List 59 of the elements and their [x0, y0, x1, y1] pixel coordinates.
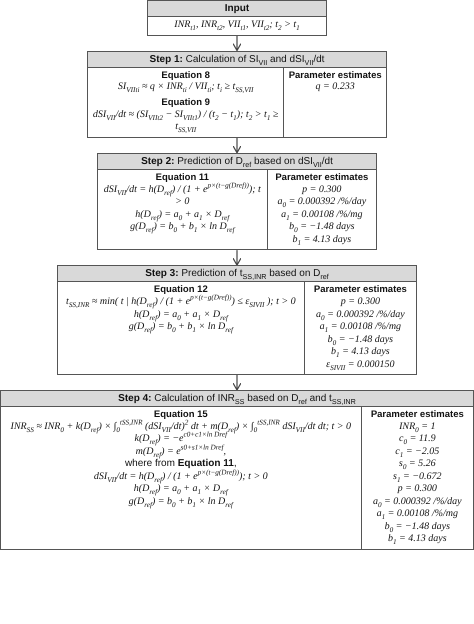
parameter-value: INR$_{0}$ = 1 — [399, 420, 436, 434]
section-heading: Equation 11 — [156, 172, 209, 183]
equation: h(D$_{ref}$) = a$_{0}$ + a$_{1}$ × D$_{ref}$ — [134, 483, 228, 496]
parameter-value: p = 0.300 — [340, 296, 380, 308]
box-heading: Step 4: Calculation of INR$_{SS}$ based on D$_{ref}$ and t$_{SS,INR}$ — [1, 391, 473, 407]
equation: SI$_{VIIti}$ ≈ q × INR$_{ti}$ / VII$_{ti}$; t$_{i}$ ≥ t$_{SS,VII}$ — [118, 81, 254, 94]
equation: m(D$_{ref}$) = e$^{s0+s1×ln Dref}$, — [136, 446, 226, 458]
section-heading: Parameter estimates — [275, 172, 368, 184]
step-box — [57, 265, 417, 375]
box-heading: Step 2: Prediction of D$_{ref}$ based on dSI$_{VII}$/dt — [98, 154, 376, 170]
section-heading: Equation 8 — [161, 70, 210, 82]
parameter-value: a$_{0}$ = 0.000392 /%/day — [372, 496, 462, 508]
equation: h(D$_{ref}$) = a$_{0}$ + a$_{1}$ × D$_{ref}$ — [134, 308, 228, 321]
section-heading: Parameter estimates — [370, 409, 464, 421]
section-heading: Parameter estimates — [288, 70, 382, 82]
step-box — [97, 152, 377, 250]
parameter-value: ε$_{SIVII}$ = 0.000150 — [326, 358, 395, 371]
parameter-value: a$_{1}$ = 0.00108 /%/mg — [320, 321, 402, 334]
arrow — [232, 36, 242, 52]
arrow — [232, 138, 242, 154]
arrow — [232, 250, 242, 266]
section-heading: Equation 12 — [154, 284, 208, 296]
equation: g(D$_{ref}$) = b$_{0}$ + b$_{1}$ × ln D$_{ref}$ — [128, 496, 233, 508]
parameter-value: b$_{0}$ = −1.48 days — [384, 520, 450, 534]
equation: k(D$_{ref}$) = −e$^{c0+c1×ln Dref}$ — [134, 433, 228, 446]
parameter-value: q = 0.233 — [316, 81, 355, 94]
section-heading: Equation 9 — [161, 96, 210, 109]
step-box — [87, 50, 387, 138]
parameter-value: a$_{1}$ = 0.00108 /%/mg — [281, 208, 363, 222]
parameter-value: b$_{1}$ = 4.13 days — [331, 346, 390, 358]
box-heading: Input — [148, 1, 326, 17]
note-text: where from Equation 11, — [124, 458, 237, 470]
parameter-value: p = 0.300 — [302, 184, 342, 196]
arrow — [232, 375, 242, 391]
equation: INR$_{t1}$, INR$_{t2}$, VII$_{t1}$, VII$_{t2}$; t$_{2}$ > t$_{1}$ — [174, 19, 300, 32]
parameter-value: a$_{0}$ = 0.000392 /%/day — [277, 196, 366, 209]
parameter-value: p = 0.300 — [398, 483, 437, 496]
parameter-value: s$_{1}$ = −0.672 — [393, 470, 442, 484]
equation: g(D$_{ref}$) = b$_{0}$ + b$_{1}$ × ln D$_{ref}$ — [128, 321, 233, 334]
step-box — [147, 0, 327, 36]
equation: g(D$_{ref}$) = b$_{0}$ + b$_{1}$ × ln D$_{ref}$ — [130, 221, 234, 234]
parameter-value: b$_{1}$ = 4.13 days — [292, 234, 352, 246]
parameter-value: s$_{0}$ = 5.26 — [398, 458, 436, 471]
parameter-value: c$_{1}$ = −2.05 — [395, 446, 440, 458]
section-heading: Equation 15 — [154, 409, 208, 420]
parameter-value: b$_{0}$ = −1.48 days — [328, 334, 394, 346]
section-heading: Parameter estimates — [314, 284, 407, 296]
parameter-value: b$_{0}$ = −1.48 days — [289, 221, 355, 234]
parameter-value: a$_{0}$ = 0.000392 /%/day — [316, 308, 405, 321]
equation: dSI$_{VII}$/dt ≈ (SI$_{VIIt2}$ − SI$_{VIIt1}$) / (t$_{2}$ − t$_{1}$); t$_{2}$ > t$_{1}$ ≥ t$_{SS,VII}$ — [92, 108, 280, 134]
equation: dSI$_{VII}$/dt = h(D$_{ref}$) / (1 + e$^{p×(t−g(Dref))}$); t > 0 — [94, 470, 268, 484]
equation: h(D$_{ref}$) = a$_{0}$ + a$_{1}$ × D$_{ref}$ — [135, 208, 230, 222]
parameter-value: a$_{1}$ = 0.00108 /%/mg — [376, 508, 458, 521]
step-box — [0, 390, 474, 550]
equation: t$_{SS,INR}$ ≈ min( t | h(D$_{ref}$) / (1 + e$^{p×(t−g(Dref))}$) ≤ ε$_{SIVII}$ ); t > 0 — [66, 296, 296, 308]
parameter-value: c$_{0}$ = 11.9 — [399, 433, 436, 446]
parameter-value: b$_{1}$ = 4.13 days — [388, 533, 447, 546]
box-heading: Step 1: Calculation of SI$_{VII}$ and dSI$_{VII}$/dt — [88, 52, 386, 68]
box-heading: Step 3: Prediction of t$_{SS,INR}$ based on D$_{ref}$ — [58, 266, 416, 282]
